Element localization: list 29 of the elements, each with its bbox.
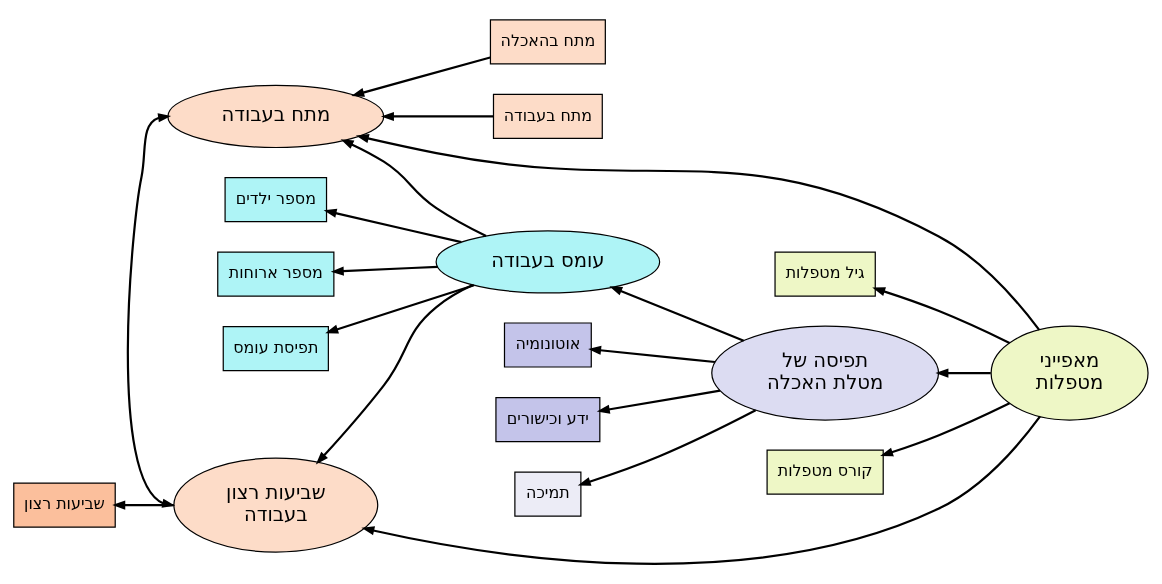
node-ellipse: מאפייני מטפלות — [990, 325, 1149, 421]
arrow — [577, 409, 757, 486]
arrow — [588, 345, 716, 364]
arrow — [330, 265, 438, 276]
node-box: ידע וכישורים — [495, 396, 601, 443]
node-box: מספר ילדים — [224, 176, 328, 223]
arrow — [315, 284, 474, 465]
node-box: שביעות רצון — [13, 482, 116, 528]
arrow — [355, 134, 1041, 331]
arrow — [609, 286, 745, 342]
arrow — [872, 287, 1011, 344]
node-ellipse: תפיסה של מטלת האכלה — [711, 325, 940, 421]
arrow — [351, 56, 491, 97]
arrow — [596, 389, 721, 414]
node-box: תמיכה — [514, 471, 582, 517]
arrow — [323, 208, 462, 244]
arrow — [325, 284, 475, 334]
arrow — [935, 368, 991, 378]
arrow — [340, 139, 487, 237]
node-box: מתח בהאכלה — [489, 19, 606, 65]
node-box: גיל מטפלות — [774, 251, 876, 297]
node-box: תפיסת עומס — [222, 326, 329, 372]
node-box: קורס מטפלות — [766, 449, 884, 495]
arrow — [361, 415, 1041, 565]
node-box: מתח בעבודה — [492, 93, 603, 140]
node-box: מספר ארוחות — [217, 251, 335, 297]
arrow — [880, 402, 1011, 457]
arrow — [380, 111, 494, 121]
node-box: אוטונומיה — [503, 322, 592, 368]
